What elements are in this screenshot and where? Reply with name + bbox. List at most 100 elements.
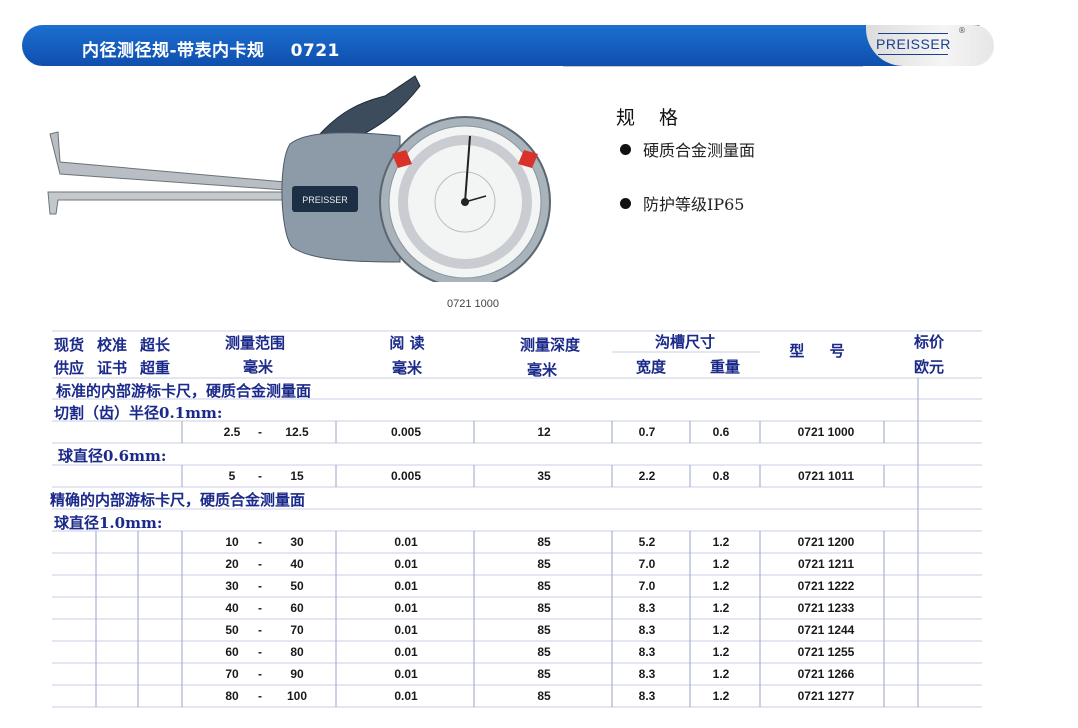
header-model: 型 号 xyxy=(789,342,855,360)
model-number: 0721 1000 xyxy=(797,425,855,439)
reading-value: 0.01 xyxy=(394,557,418,571)
header-price: 标价 xyxy=(914,333,945,351)
groove-width-value: 8.3 xyxy=(638,601,656,615)
groove-width-value: 7.0 xyxy=(638,579,656,593)
groove-weight-value: 1.2 xyxy=(712,689,730,703)
groove-weight-value: 1.2 xyxy=(712,601,730,615)
reading-value: 0.005 xyxy=(390,425,422,439)
section-subtitle: 球直径1.0mm: xyxy=(54,514,163,532)
section-title: 精确的内部游标卡尺，硬质合金测量面 xyxy=(50,491,306,509)
depth-value: 85 xyxy=(537,667,551,681)
range-from: 50 xyxy=(225,623,239,637)
header-price-unit: 欧元 xyxy=(914,358,945,376)
header-reading-unit: 毫米 xyxy=(391,359,423,377)
dial-inner-ring xyxy=(434,171,496,233)
groove-weight-value: 1.2 xyxy=(712,557,730,571)
depth-value: 35 xyxy=(537,469,551,483)
reading-value: 0.01 xyxy=(394,689,418,703)
reading-value: 0.01 xyxy=(394,579,418,593)
spec-item: 防护等级IP65 xyxy=(620,191,744,215)
reading-value: 0.01 xyxy=(394,645,418,659)
groove-weight-value: 1.2 xyxy=(712,667,730,681)
header-stock: 现货 xyxy=(54,336,85,354)
range-to: 70 xyxy=(290,623,304,637)
depth-value: 85 xyxy=(537,623,551,637)
product-code: 0721 xyxy=(290,41,340,61)
range-to: 15 xyxy=(290,469,304,483)
header-groove-weight: 重量 xyxy=(709,358,741,376)
dial-center-cap xyxy=(461,198,469,206)
product-title: 内径测径规-带表内卡规 xyxy=(82,41,265,61)
brand-logo-line xyxy=(878,54,948,55)
header-banner xyxy=(22,25,922,66)
header-underline xyxy=(563,66,863,67)
reading-value: 0.01 xyxy=(394,601,418,615)
depth-value: 85 xyxy=(537,579,551,593)
range-to: 30 xyxy=(290,535,304,549)
range-to: 100 xyxy=(286,689,308,703)
header-groove-width: 宽度 xyxy=(635,358,667,376)
body-brand-label: PREISSER xyxy=(302,195,348,205)
spec-item-text: 硬质合金测量面 xyxy=(643,141,756,160)
spec-item: 硬质合金测量面 xyxy=(620,137,755,161)
bullet-icon xyxy=(620,198,631,209)
tolerance-marker-left xyxy=(392,150,412,168)
groove-weight-value: 0.6 xyxy=(712,425,730,439)
range-dash: - xyxy=(258,667,262,681)
range-to: 40 xyxy=(290,557,304,571)
header-reading: 阅 读 xyxy=(389,334,425,352)
page-title: 内径测径规-带表内卡规 0721 xyxy=(82,36,340,61)
model-number: 0721 1255 xyxy=(797,645,855,659)
model-number: 0721 1266 xyxy=(797,667,855,681)
range-to: 90 xyxy=(290,667,304,681)
range-to: 60 xyxy=(290,601,304,615)
lever-handle xyxy=(318,75,421,139)
header-oversize: 超重 xyxy=(140,359,171,377)
section-title: 标准的内部游标卡尺，硬质合金测量面 xyxy=(56,382,312,400)
spec-item-text: 防护等级IP65 xyxy=(643,195,745,214)
range-dash: - xyxy=(258,689,262,703)
range-from: 5 xyxy=(228,469,236,483)
model-number: 0721 1233 xyxy=(797,601,855,615)
header-calibration: 校准 xyxy=(97,336,128,354)
header-calibration: 证书 xyxy=(97,359,128,377)
range-from: 2.5 xyxy=(223,425,241,439)
body-plate xyxy=(292,186,358,212)
range-dash: - xyxy=(258,469,262,483)
range-dash: - xyxy=(258,601,262,615)
depth-value: 12 xyxy=(537,425,551,439)
dial-needle xyxy=(464,135,471,203)
range-dash: - xyxy=(258,557,262,571)
tolerance-marker-right xyxy=(518,150,538,168)
range-from: 10 xyxy=(225,535,239,549)
range-dash: - xyxy=(258,535,262,549)
range-from: 40 xyxy=(225,601,239,615)
image-caption: 0721 1000 xyxy=(447,298,499,310)
range-dash: - xyxy=(258,623,262,637)
section-subtitle: 切割（齿）半径0.1mm: xyxy=(54,404,223,422)
range-from: 80 xyxy=(225,689,239,703)
product-image: PREISSER xyxy=(47,75,551,282)
model-number: 0721 1211 xyxy=(797,557,855,571)
groove-width-value: 2.2 xyxy=(638,469,656,483)
header-depth-unit: 毫米 xyxy=(526,361,558,379)
groove-width-value: 8.3 xyxy=(638,623,656,637)
groove-weight-value: 0.8 xyxy=(712,469,730,483)
brand-logo-pill xyxy=(866,25,994,66)
range-from: 30 xyxy=(225,579,239,593)
range-to: 12.5 xyxy=(285,425,309,439)
reading-value: 0.01 xyxy=(394,667,418,681)
header-stock: 供应 xyxy=(54,359,85,377)
header-oversize: 超长 xyxy=(140,336,171,354)
depth-value: 85 xyxy=(537,645,551,659)
range-dash: - xyxy=(258,425,262,439)
depth-value: 85 xyxy=(537,535,551,549)
depth-value: 85 xyxy=(537,557,551,571)
spec-title: 规 格 xyxy=(616,107,688,129)
range-from: 20 xyxy=(225,557,239,571)
header-range-unit: 毫米 xyxy=(242,358,274,376)
groove-weight-value: 1.2 xyxy=(712,579,730,593)
reading-value: 0.005 xyxy=(390,469,422,483)
model-number: 0721 1244 xyxy=(797,623,855,637)
